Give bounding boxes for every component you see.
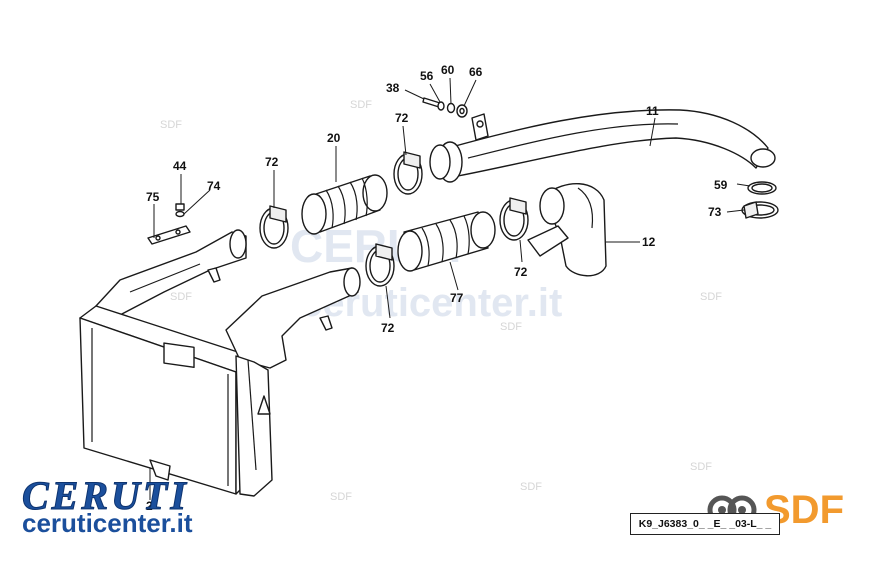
watermark-sdf-6: SDF — [700, 291, 722, 303]
bracket-75 — [147, 225, 191, 245]
washer-74 — [175, 210, 185, 218]
duct-lower — [225, 267, 361, 497]
label-59: 59 — [714, 178, 728, 192]
watermark-sdf-5: SDF — [500, 321, 522, 333]
label-72-lower: 72 — [381, 321, 395, 335]
o-ring-59 — [747, 181, 777, 195]
label-66: 66 — [469, 65, 483, 79]
watermark-sdf-7: SDF — [330, 491, 352, 503]
label-2: 2 — [146, 499, 153, 513]
watermark-sdf-1: SDF — [160, 119, 182, 131]
duct-upper — [95, 229, 247, 317]
label-20: 20 — [327, 131, 341, 145]
intercooler — [79, 305, 251, 495]
watermark-sdf-8: SDF — [520, 481, 542, 493]
label-72-left: 72 — [265, 155, 279, 169]
clamp-72-lower — [365, 243, 395, 287]
label-60: 60 — [441, 63, 455, 77]
clamp-73 — [741, 201, 779, 219]
watermark-sdf-2: SDF — [350, 99, 372, 111]
clamp-72-right — [499, 197, 529, 241]
hose-77 — [397, 211, 496, 272]
label-44: 44 — [173, 159, 187, 173]
label-77: 77 — [450, 291, 464, 305]
label-38: 38 — [386, 81, 400, 95]
ceruti-logo: CERUTI — [22, 473, 189, 519]
label-75: 75 — [146, 190, 160, 204]
label-72-right: 72 — [514, 265, 528, 279]
hose-20 — [301, 174, 388, 235]
elbow-12 — [527, 182, 607, 277]
clamp-72-left — [259, 205, 289, 249]
watermark-sdf-4: SDF — [170, 291, 192, 303]
washer-60 — [446, 102, 456, 114]
clamp-72-upper — [393, 151, 423, 195]
label-12: 12 — [642, 235, 656, 249]
label-56: 56 — [420, 69, 434, 83]
pipe-11 — [429, 109, 776, 183]
label-74: 74 — [207, 179, 221, 193]
leader-lines — [149, 77, 751, 500]
bolt-44 — [175, 203, 185, 211]
drawing-code: K9_J6383_0_ _E_ _03-L_ _ — [630, 513, 780, 535]
label-72-upper: 72 — [395, 111, 409, 125]
nut-66 — [456, 104, 468, 118]
washer-56 — [437, 101, 445, 111]
ceruti-url: ceruticenter.it — [22, 508, 193, 538]
label-73: 73 — [708, 205, 722, 219]
watermark-sdf-9: SDF — [690, 461, 712, 473]
label-11: 11 — [646, 104, 659, 118]
